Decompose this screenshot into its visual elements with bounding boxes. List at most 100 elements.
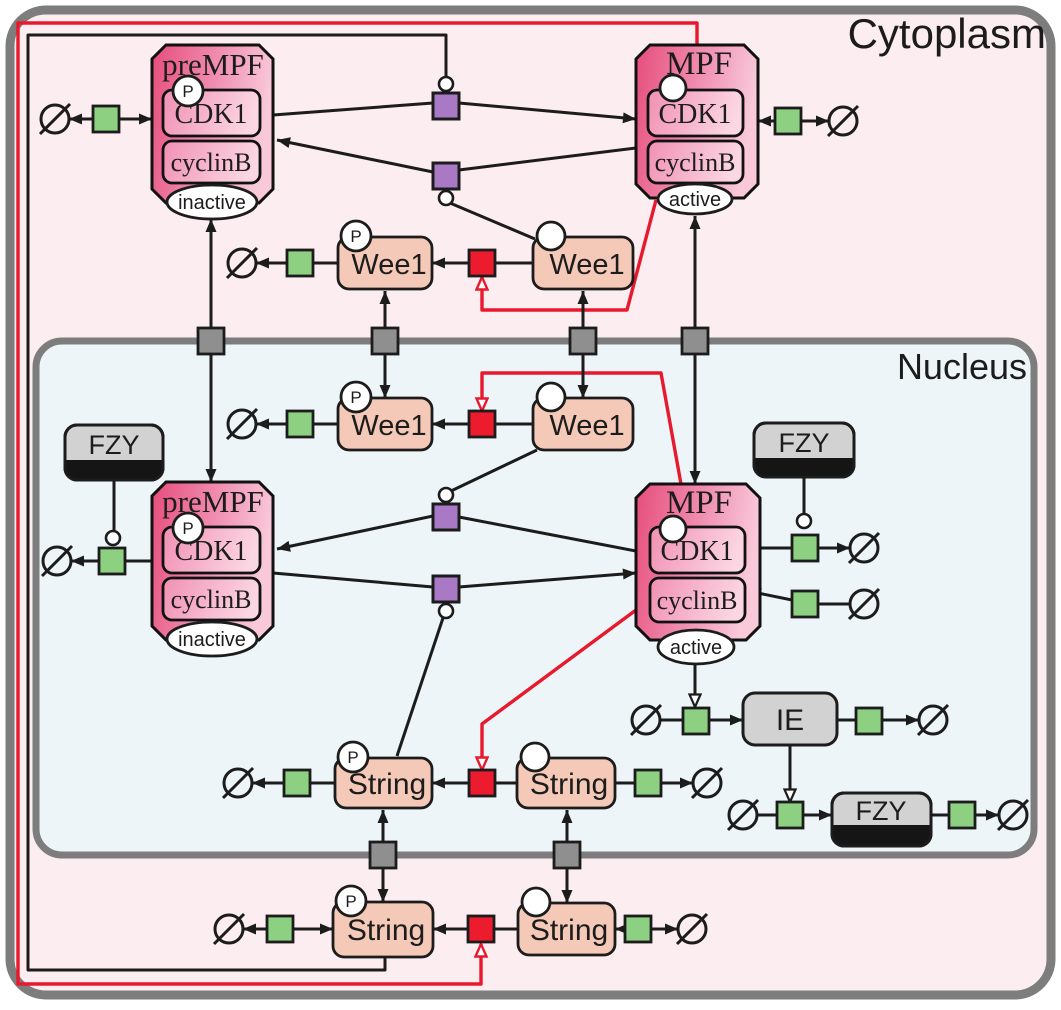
node-label: IE bbox=[776, 704, 804, 737]
gene-label: FZY bbox=[856, 796, 907, 826]
process-prempf-to-mpf-cyto[interactable] bbox=[431, 91, 461, 121]
complex-prempf-cytoplasm[interactable]: preMPF CDK1 cyclinB P inactive bbox=[150, 43, 275, 221]
protein-wee1p-nucleus[interactable]: Wee1 P bbox=[336, 380, 434, 452]
process-mpf-to-prempf-nuc[interactable] bbox=[431, 502, 461, 532]
process-syn-cyclinb-nuc[interactable] bbox=[790, 589, 820, 619]
catalysis-edge-stringp-nuc bbox=[395, 617, 445, 757]
transport-process-string[interactable] bbox=[552, 840, 582, 870]
empty-set-icon[interactable] bbox=[675, 912, 709, 946]
unphospho-state-icon bbox=[520, 886, 552, 918]
protein-wee1p-cytoplasm[interactable]: Wee1 P bbox=[336, 219, 434, 291]
subunit-cyclinb[interactable] bbox=[648, 576, 747, 624]
phospho-state-icon bbox=[334, 884, 368, 918]
empty-set-icon[interactable] bbox=[221, 766, 255, 800]
edge-prempf-cyto-to-activation bbox=[272, 101, 434, 117]
transport-process-prempf[interactable] bbox=[196, 326, 226, 356]
empty-set-icon[interactable] bbox=[690, 766, 724, 800]
empty-set-icon[interactable] bbox=[826, 104, 860, 138]
empty-set-icon[interactable] bbox=[726, 798, 760, 832]
process-syn-ie[interactable] bbox=[681, 706, 711, 736]
conversion-processes bbox=[104, 75, 813, 620]
protein-label: String bbox=[530, 914, 608, 947]
phospho-state-icon bbox=[339, 380, 373, 414]
process-syn-deg-prempf-cyto[interactable] bbox=[91, 104, 121, 134]
process-syn-deg-mpf-cyto[interactable] bbox=[773, 106, 803, 136]
edge-prempf-nuc-to-activation bbox=[272, 571, 434, 589]
phospho-state-label: P bbox=[347, 748, 358, 767]
process-wee1-phosphorylation-cyto[interactable] bbox=[467, 248, 497, 278]
protein-string-nucleus[interactable]: String bbox=[515, 741, 617, 810]
empty-set-icon[interactable] bbox=[996, 798, 1030, 832]
process-syn-deg-stringp-cyto[interactable] bbox=[265, 914, 295, 944]
phospho-state-label: P bbox=[350, 388, 361, 407]
transport-process-wee1[interactable] bbox=[568, 326, 598, 356]
process-deg-fzy[interactable] bbox=[947, 800, 977, 830]
subunit-label: cyclinB bbox=[171, 585, 252, 614]
protein-stringp-cytoplasm[interactable]: String P bbox=[331, 884, 435, 959]
complex-mpf-cytoplasm[interactable]: MPF CDK1 cyclinB active bbox=[634, 43, 760, 216]
edge-mpf-cyto-to-inactivation bbox=[458, 146, 637, 172]
subunit-cyclinb[interactable] bbox=[161, 139, 262, 185]
empty-set-icon[interactable] bbox=[847, 587, 881, 621]
stimulation-edge-mpf-nuc-to-wee1-nuc bbox=[482, 371, 683, 485]
process-wee1-phosphorylation-nuc[interactable] bbox=[467, 409, 497, 439]
phospho-state-icon bbox=[171, 74, 205, 108]
empty-set-icon[interactable] bbox=[916, 703, 950, 737]
process-deg-prempf-nuc[interactable] bbox=[97, 546, 127, 576]
protein-label: Wee1 bbox=[549, 249, 624, 281]
gene-label: FZY bbox=[89, 430, 140, 460]
protein-stringp-nucleus[interactable]: String P bbox=[333, 740, 434, 810]
reaction-edges bbox=[26, 33, 999, 972]
complex-mpf-nucleus[interactable]: MPF CDK1 cyclinB active bbox=[634, 482, 762, 666]
gene-label: FZY bbox=[779, 428, 830, 458]
unphospho-state-icon bbox=[535, 381, 567, 413]
process-deg-ie[interactable] bbox=[854, 706, 884, 736]
gene-fzy-bottom-right[interactable]: FZY bbox=[830, 791, 933, 848]
transport-process-wee1p[interactable] bbox=[370, 326, 400, 356]
protein-label: String bbox=[530, 768, 608, 801]
unphospho-state-icon bbox=[658, 73, 688, 103]
subunit-label: CDK1 bbox=[658, 99, 731, 130]
process-string-phosphorylation-nuc[interactable] bbox=[467, 768, 497, 798]
node-ie[interactable]: IE bbox=[741, 691, 839, 747]
gene-border bbox=[63, 423, 165, 482]
phospho-state-label: P bbox=[345, 892, 356, 911]
gene-fzy-nucleus-right[interactable]: FZY bbox=[752, 421, 856, 479]
process-prempf-to-mpf-nuc[interactable] bbox=[431, 574, 461, 604]
cytoplasm-label: Cytoplasm bbox=[848, 10, 1046, 57]
protein-string-cytoplasm[interactable]: String bbox=[516, 886, 617, 957]
process-deg-wee1p-nuc[interactable] bbox=[285, 409, 315, 439]
process-deg-stringp-nuc[interactable] bbox=[282, 768, 312, 798]
process-mpf-to-prempf-cyto[interactable] bbox=[431, 161, 461, 191]
state-badge bbox=[165, 183, 259, 221]
stimulation-edges bbox=[16, 21, 699, 986]
catalysis-port-icon bbox=[437, 189, 455, 207]
gene-border bbox=[752, 421, 856, 479]
empty-set-icon[interactable] bbox=[38, 102, 72, 136]
process-deg-string-nuc[interactable] bbox=[633, 768, 663, 798]
unphospho-state-icon bbox=[519, 741, 551, 773]
phospho-state-icon bbox=[171, 511, 205, 545]
empty-set-icon[interactable] bbox=[225, 407, 259, 441]
empty-set-icon[interactable] bbox=[212, 912, 246, 946]
empty-set-icon[interactable] bbox=[629, 703, 663, 737]
state-label: active bbox=[670, 637, 722, 659]
process-string-phosphorylation-cyto[interactable] bbox=[466, 914, 496, 944]
transport-process-stringp[interactable] bbox=[368, 840, 398, 870]
process-syn-deg-string-cyto[interactable] bbox=[623, 914, 653, 944]
protein-wee1-cytoplasm[interactable]: Wee1 bbox=[531, 220, 635, 291]
process-deg-mpf-nuc[interactable] bbox=[790, 533, 820, 563]
empty-set-icon[interactable] bbox=[847, 531, 881, 565]
complex-prempf-nucleus[interactable]: preMPF CDK1 cyclinB P inactive bbox=[150, 480, 275, 658]
process-deg-wee1p-cyto[interactable] bbox=[285, 248, 315, 278]
subunit-cyclinb[interactable] bbox=[161, 576, 262, 622]
catalysis-edge-wee1-nuc bbox=[450, 448, 538, 493]
protein-wee1-nucleus[interactable]: Wee1 bbox=[531, 381, 635, 452]
empty-set-icon[interactable] bbox=[225, 246, 259, 280]
gene-fzy-nucleus-left[interactable]: FZY bbox=[63, 423, 165, 482]
transport-process-mpf[interactable] bbox=[680, 326, 710, 356]
transport-processes bbox=[196, 326, 710, 870]
empty-set-icon[interactable] bbox=[40, 544, 74, 578]
process-syn-fzy[interactable] bbox=[775, 800, 805, 830]
